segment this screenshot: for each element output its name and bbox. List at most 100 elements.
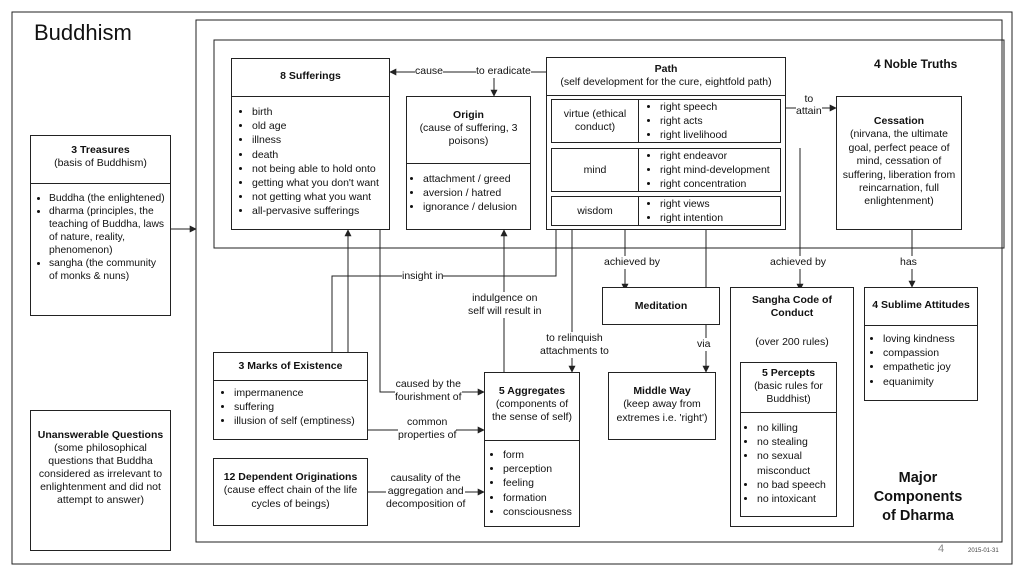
precepts-title: 5 Percepts: [761, 367, 816, 379]
cessation-box: Cessation (nirvana, the ultimate goal, p…: [836, 96, 962, 230]
list-item: empathetic joy: [883, 360, 977, 374]
sangha-title: Sangha Code of Conduct: [752, 294, 832, 320]
aggregates-list: form perception feeling formation consci…: [485, 441, 579, 519]
aggregates-box: 5 Aggregates (components of the sense of…: [484, 372, 580, 527]
list-item: no killing: [757, 421, 836, 435]
causality-line: causality of the: [390, 472, 461, 484]
list-item: no sexual misconduct: [757, 449, 836, 477]
precepts-box: 5 Percepts (basic rules for Buddhist) no…: [740, 362, 837, 517]
common-label: common properties of: [398, 416, 457, 442]
path-title: Path: [654, 63, 678, 75]
list-item: consciousness: [503, 505, 579, 519]
sangha-subtitle: (over 200 rules): [755, 336, 829, 348]
aggregates-title: 5 Aggregates: [498, 385, 566, 397]
relinquish-line: attachments to: [540, 345, 609, 357]
insight-label: insight in: [402, 270, 444, 283]
sufferings-box: 8 Sufferings birth old age illness death…: [231, 58, 390, 230]
major-line: of Dharma: [882, 508, 954, 524]
dependent-box: 12 Dependent Originations (cause effect …: [213, 458, 368, 526]
list-item: getting what you don't want: [252, 176, 389, 190]
origin-subtitle: (cause of suffering, 3 poisons): [419, 122, 518, 147]
origin-list: attachment / greed aversion / hatred ign…: [407, 164, 530, 215]
meditation-box: Meditation: [602, 287, 720, 325]
treasures-subtitle: (basis of Buddhism): [54, 157, 147, 169]
dharma-frame: [195, 19, 1003, 543]
page-title: Buddhism: [34, 20, 132, 45]
list-item: aversion / hatred: [423, 186, 530, 200]
caused-line: caused by the: [395, 378, 461, 390]
major-line: Components: [873, 489, 963, 505]
has-label: has: [900, 256, 917, 269]
list-item: Buddha (the enlightened): [49, 192, 166, 205]
list-item: no stealing: [757, 435, 836, 449]
list-item: illusion of self (emptiness): [234, 414, 367, 428]
path-group-label: mind: [583, 164, 607, 176]
caused-label: caused by the fourishment of: [395, 378, 462, 404]
unanswerable-box: Unanswerable Questions (some philosophic…: [30, 410, 171, 551]
list-item: right mind-development: [660, 163, 770, 177]
sublime-box: 4 Sublime Attitudes loving kindness comp…: [864, 287, 978, 401]
treasures-list: Buddha (the enlightened) dharma (princip…: [31, 184, 170, 283]
slide-frame: [11, 11, 1013, 565]
meditation-title: Meditation: [634, 300, 688, 312]
sufferings-title: 8 Sufferings: [280, 70, 341, 82]
list-item: suffering: [234, 400, 367, 414]
treasures-title: 3 Treasures: [71, 144, 130, 156]
path-group-list: right speech right acts right livelihood: [640, 100, 727, 143]
page-number: 4: [938, 543, 945, 555]
attain-line: to: [804, 93, 814, 105]
via-label: via: [697, 338, 711, 351]
path-group-label: virtue (ethical conduct): [563, 108, 627, 133]
precepts-subtitle: (basic rules for Buddhist): [754, 380, 823, 405]
list-item: equanimity: [883, 375, 977, 389]
eradicate-label: to eradicate: [476, 65, 531, 78]
list-item: not being able to hold onto: [252, 162, 389, 176]
list-item: impermanence: [234, 386, 367, 400]
indulgence-line: indulgence on: [472, 292, 538, 304]
precepts-list: no killing no stealing no sexual miscond…: [741, 413, 836, 506]
path-group-mind: mind right endeavor right mind-developme…: [551, 148, 781, 192]
date-label: 2015-01-31: [968, 548, 999, 554]
aggregates-subtitle: (components of the sense of self): [492, 398, 572, 423]
list-item: all-pervasive sufferings: [252, 204, 389, 218]
list-item: right concentration: [660, 177, 770, 191]
marks-list: impermanence suffering illusion of self …: [214, 381, 367, 429]
sublime-title: 4 Sublime Attitudes: [872, 299, 970, 311]
list-item: form: [503, 448, 579, 462]
origin-title: Origin: [453, 109, 484, 121]
indulgence-label: indulgence on self will result in: [468, 292, 542, 318]
noble-truths-label: 4 Noble Truths: [874, 57, 958, 71]
causality-line: aggregation and: [387, 485, 464, 497]
list-item: ignorance / delusion: [423, 200, 530, 214]
marks-box: 3 Marks of Existence impermanence suffer…: [213, 352, 368, 440]
unanswerable-text: (some philosophical questions that Buddh…: [38, 442, 163, 506]
list-item: death: [252, 148, 389, 162]
list-item: compassion: [883, 346, 977, 360]
list-item: no intoxicant: [757, 492, 836, 506]
list-item: dharma (principles, the teaching of Budd…: [49, 205, 166, 257]
path-group-wisdom: wisdom right views right intention: [551, 196, 781, 226]
list-item: right acts: [660, 114, 727, 128]
list-item: right intention: [660, 211, 723, 225]
major-line: Major: [898, 470, 938, 486]
treasures-box: 3 Treasures (basis of Buddhism) Buddha (…: [30, 135, 171, 316]
list-item: illness: [252, 133, 389, 147]
list-item: perception: [503, 462, 579, 476]
common-line: properties of: [398, 429, 457, 441]
cessation-title: Cessation: [873, 115, 925, 127]
dependent-title: 12 Dependent Originations: [223, 471, 358, 483]
list-item: sangha (the community of monks & nuns): [49, 257, 166, 283]
path-group-list: right endeavor right mind-development ri…: [640, 149, 770, 192]
dependent-subtitle: (cause effect chain of the life cycles o…: [223, 484, 358, 510]
achieved-by-meditation-label: achieved by: [604, 256, 661, 269]
sublime-list: loving kindness compassion empathetic jo…: [865, 326, 977, 389]
marks-title: 3 Marks of Existence: [238, 360, 343, 372]
causality-label: causality of the aggregation and decompo…: [386, 472, 466, 511]
list-item: not getting what you want: [252, 190, 389, 204]
attain-label: to attain: [796, 93, 822, 117]
list-item: old age: [252, 119, 389, 133]
insight-arrow: [328, 229, 557, 363]
causality-line: decomposition of: [386, 498, 466, 510]
common-line: common: [407, 416, 448, 428]
list-item: right speech: [660, 100, 727, 114]
